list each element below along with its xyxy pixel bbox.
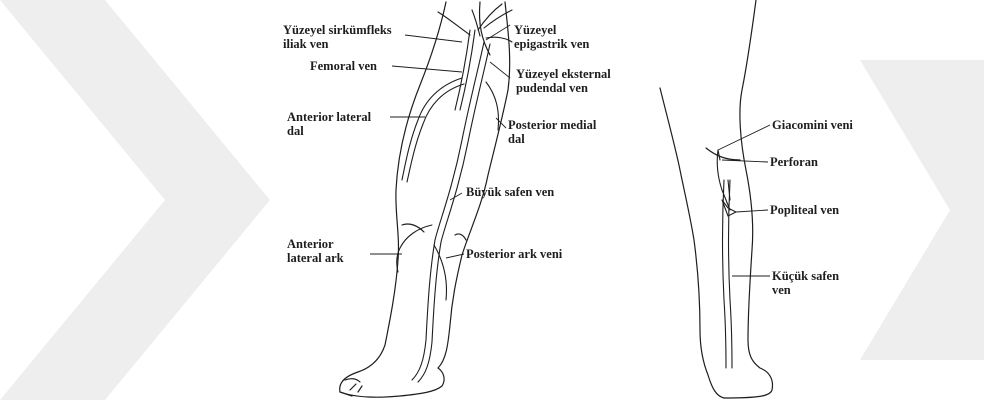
label-anterior-lateral-branch: Anterior lateral dal <box>287 110 371 138</box>
label-superficial-epigastric: Yüzeyel epigastrik ven <box>514 23 589 51</box>
label-popliteal: Popliteal ven <box>770 203 839 217</box>
right-leg-veins <box>717 150 736 368</box>
label-great-saphenous: Büyük safen ven <box>466 185 554 199</box>
right-leg-outline <box>660 0 773 398</box>
label-perforator: Perforan <box>770 155 818 169</box>
label-femoral-vein: Femoral ven <box>310 59 377 73</box>
label-posterior-arch: Posterior ark veni <box>466 247 562 261</box>
label-anterior-lateral-arch: Anterior lateral ark <box>287 237 344 265</box>
label-superficial-external-pudendal: Yüzeyel eksternal pudendal ven <box>516 67 611 95</box>
label-superficial-circumflex-iliac: Yüzeyel sirkümfleks iliak ven <box>283 23 392 51</box>
label-giacomini: Giacomini veni <box>772 118 853 132</box>
label-posterior-medial-branch: Posterior medial dal <box>508 118 596 146</box>
label-small-saphenous: Küçük safen ven <box>772 269 839 297</box>
